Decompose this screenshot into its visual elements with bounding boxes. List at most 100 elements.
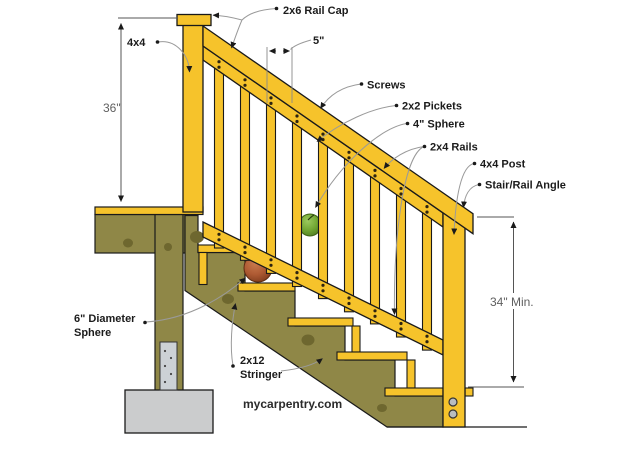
wood-knot (123, 238, 133, 248)
leader-rail-cap-block (212, 12, 243, 21)
leader-4x4 (157, 41, 193, 73)
screw (295, 114, 299, 118)
screw (269, 263, 273, 267)
label-picket-spacing: 5" (313, 35, 324, 47)
top-post (182, 24, 204, 213)
label-4x4-post: 4x4 Post (480, 159, 526, 171)
picket (317, 132, 329, 300)
screw (373, 309, 377, 313)
watermark: mycarpentry.com (243, 397, 342, 411)
leader-rail-cap-diag (230, 19, 243, 49)
bolt (448, 397, 458, 407)
label-stringer-line1: 2x12 (240, 355, 264, 367)
screw (425, 334, 429, 338)
dimension-36 (118, 17, 178, 202)
riser-strip (351, 325, 361, 353)
leader-dots (143, 6, 482, 368)
screw (373, 168, 377, 172)
dimension-5 (266, 47, 293, 103)
label-6in-sphere-line1: 6" Diameter (74, 313, 136, 325)
screw (217, 65, 221, 69)
label-6in-sphere-line2: Sphere (74, 327, 111, 339)
screw (295, 119, 299, 124)
screw (373, 174, 377, 178)
leader-5in (290, 39, 312, 50)
bolt (448, 409, 458, 419)
leader-stringer-b (280, 358, 323, 372)
picket (265, 95, 277, 274)
picket (213, 59, 225, 249)
screw (243, 78, 247, 82)
leader-stringer-a (230, 303, 238, 366)
treads (197, 244, 474, 397)
tread (464, 387, 474, 397)
dimension-34-min (468, 216, 537, 388)
screw (269, 96, 273, 100)
concrete-footing (124, 389, 214, 434)
tread (384, 387, 444, 397)
screw (347, 301, 351, 306)
label-rails: 2x4 Rails (430, 142, 478, 154)
screw (425, 210, 429, 214)
riser-strip (406, 359, 416, 389)
leader-rail-cap (241, 8, 277, 21)
label-screws: Screws (367, 80, 406, 92)
bottom-post (442, 212, 466, 428)
screw (399, 327, 403, 331)
screw (269, 258, 273, 262)
wood-knot (301, 334, 315, 346)
label-stair-rail-height: 34" Min. (490, 295, 534, 309)
screw (347, 296, 351, 300)
picket (239, 77, 251, 261)
picket (421, 204, 433, 351)
label-stringer-line2: Stringer (240, 369, 283, 381)
screw (243, 83, 247, 87)
wood-knot (190, 231, 204, 243)
screw (321, 132, 325, 136)
screw (217, 238, 221, 242)
label-rail-cap: 2x6 Rail Cap (283, 5, 349, 17)
dimension-label-mask (487, 293, 537, 309)
screw (269, 101, 273, 105)
leader-rails-top (383, 146, 425, 169)
post-cap-block (176, 13, 212, 27)
post-bolts (448, 397, 458, 419)
leader-lines (143, 6, 482, 372)
wood-knot (222, 294, 234, 304)
picket (395, 186, 407, 338)
screw (373, 314, 377, 318)
picket (369, 168, 381, 325)
leader-rails-bottom (391, 146, 425, 315)
screw (399, 321, 403, 326)
screw (399, 192, 403, 196)
leader-4x4-post (451, 163, 475, 235)
screw (217, 60, 221, 64)
tread (287, 317, 354, 327)
four-inch-sphere-stem (307, 214, 315, 221)
label-stair-rail-angle: Stair/Rail Angle (485, 180, 566, 192)
post-anchor-bracket (159, 341, 178, 391)
screw (321, 289, 325, 293)
leader-pickets (316, 105, 397, 142)
leader-stair-rail-angle (461, 184, 480, 208)
wood-knots (123, 238, 172, 251)
anchor-nail-holes (163, 349, 173, 384)
screw (347, 150, 351, 154)
label-pickets: 2x2 Pickets (402, 101, 462, 113)
leader-screws (320, 83, 362, 109)
screw (425, 205, 429, 209)
screw (243, 251, 247, 255)
wood-knot (377, 404, 387, 412)
screw (295, 271, 299, 275)
screw-dots (217, 60, 429, 344)
screw (399, 186, 403, 191)
screw (243, 245, 247, 249)
screw (321, 138, 325, 142)
screw (217, 232, 221, 236)
label-post-size: 4x4 (127, 37, 146, 49)
screw (295, 276, 299, 280)
tread (237, 282, 296, 292)
labels: 2x6 Rail Cap 4x4 36" 5" Screws 2x2 Picke… (74, 5, 566, 411)
screw (425, 340, 429, 344)
picket (343, 150, 355, 313)
